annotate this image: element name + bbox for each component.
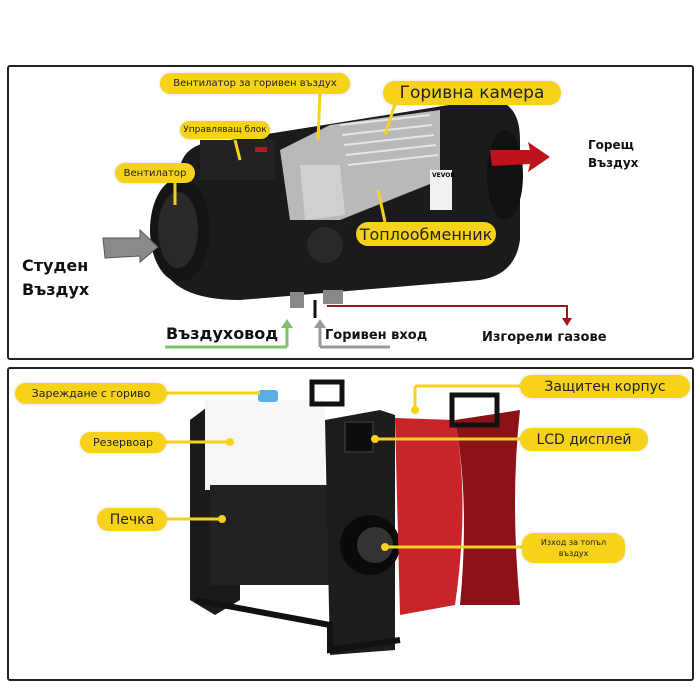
brand-label: VEVOR: [432, 172, 455, 179]
label-text: Студен: [22, 256, 89, 275]
label-text: Резервоар: [93, 436, 153, 449]
label-text: Въздух: [588, 156, 639, 170]
label-hot-air: Горещ Въздух: [588, 136, 638, 172]
label-text: Управляващ блок: [183, 125, 267, 135]
label-text: Защитен корпус: [544, 378, 666, 395]
label-text: Въздух: [22, 280, 90, 299]
pointer-lines-top: [173, 92, 397, 223]
label-text: Горивна камера: [399, 83, 545, 103]
diesel-heater-image: VEVOR: [150, 99, 523, 318]
air-duct-arrow: [165, 325, 289, 349]
label-hot-air-outlet: Изход за топъл въздух: [522, 533, 625, 563]
fuel-inlet-arrow: [318, 325, 390, 349]
label-text: LCD дисплей: [536, 431, 632, 448]
label-text: Вентилатор: [123, 167, 187, 179]
label-control-unit: Управляващ блок: [180, 121, 270, 139]
label-tank: Резервоар: [80, 432, 166, 453]
label-exhaust: Изгорели газове: [482, 330, 607, 345]
label-text: Изход за топъл: [540, 538, 607, 547]
exhaust-line: [327, 305, 568, 320]
label-cold-air: Студен Въздух: [22, 254, 89, 302]
hot-air-arrow: [490, 142, 550, 172]
label-combustion-chamber: Горивна камера: [383, 81, 561, 105]
label-refueling: Зареждане с гориво: [15, 383, 167, 404]
label-text: Зареждане с гориво: [31, 387, 151, 400]
cold-air-arrow: [102, 228, 159, 264]
label-text: въздух: [558, 549, 589, 558]
label-air-duct: Въздуховод: [166, 324, 279, 343]
label-text: Топлообменник: [359, 224, 493, 244]
label-text: Вентилатор за горивен въздух: [173, 78, 337, 89]
label-text: Печка: [109, 511, 155, 528]
pointer-lines-bottom: [165, 384, 522, 549]
label-fan: Вентилатор: [115, 163, 195, 183]
bottom-panel: [7, 367, 694, 681]
heater-unit-image: [190, 379, 520, 655]
label-heat-exchanger: Топлообменник: [356, 222, 496, 246]
label-lcd-display: LCD дисплей: [520, 428, 648, 451]
label-fuel-air-fan: Вентилатор за горивен въздух: [160, 73, 350, 94]
label-fuel-inlet: Горивен вход: [325, 328, 428, 343]
label-protective-case: Защитен корпус: [520, 375, 690, 398]
label-text: Горещ: [588, 138, 634, 152]
label-stove: Печка: [97, 508, 167, 531]
